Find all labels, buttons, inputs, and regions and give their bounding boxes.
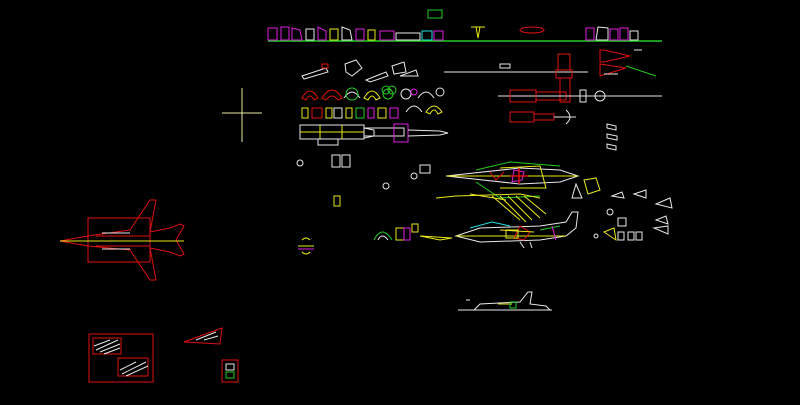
small-parts-row — [301, 59, 588, 83]
fuselage-sections — [299, 123, 449, 146]
loop-parts-row — [301, 85, 445, 115]
right-panel-parts — [593, 189, 673, 242]
aircraft-plan-view-red — [59, 199, 185, 281]
center-scatter-parts — [296, 154, 431, 255]
canopy-parts — [373, 223, 419, 241]
bracket-parts-row — [301, 107, 399, 119]
small-side-view-bottom — [458, 291, 552, 311]
top-parts-row — [267, 9, 662, 42]
upper-right-parts — [498, 49, 662, 151]
crosshair-cursor — [222, 88, 262, 142]
aircraft-side-view — [419, 211, 579, 249]
aircraft-top-view — [435, 161, 601, 223]
hatched-parts-bottom-left — [88, 327, 239, 383]
